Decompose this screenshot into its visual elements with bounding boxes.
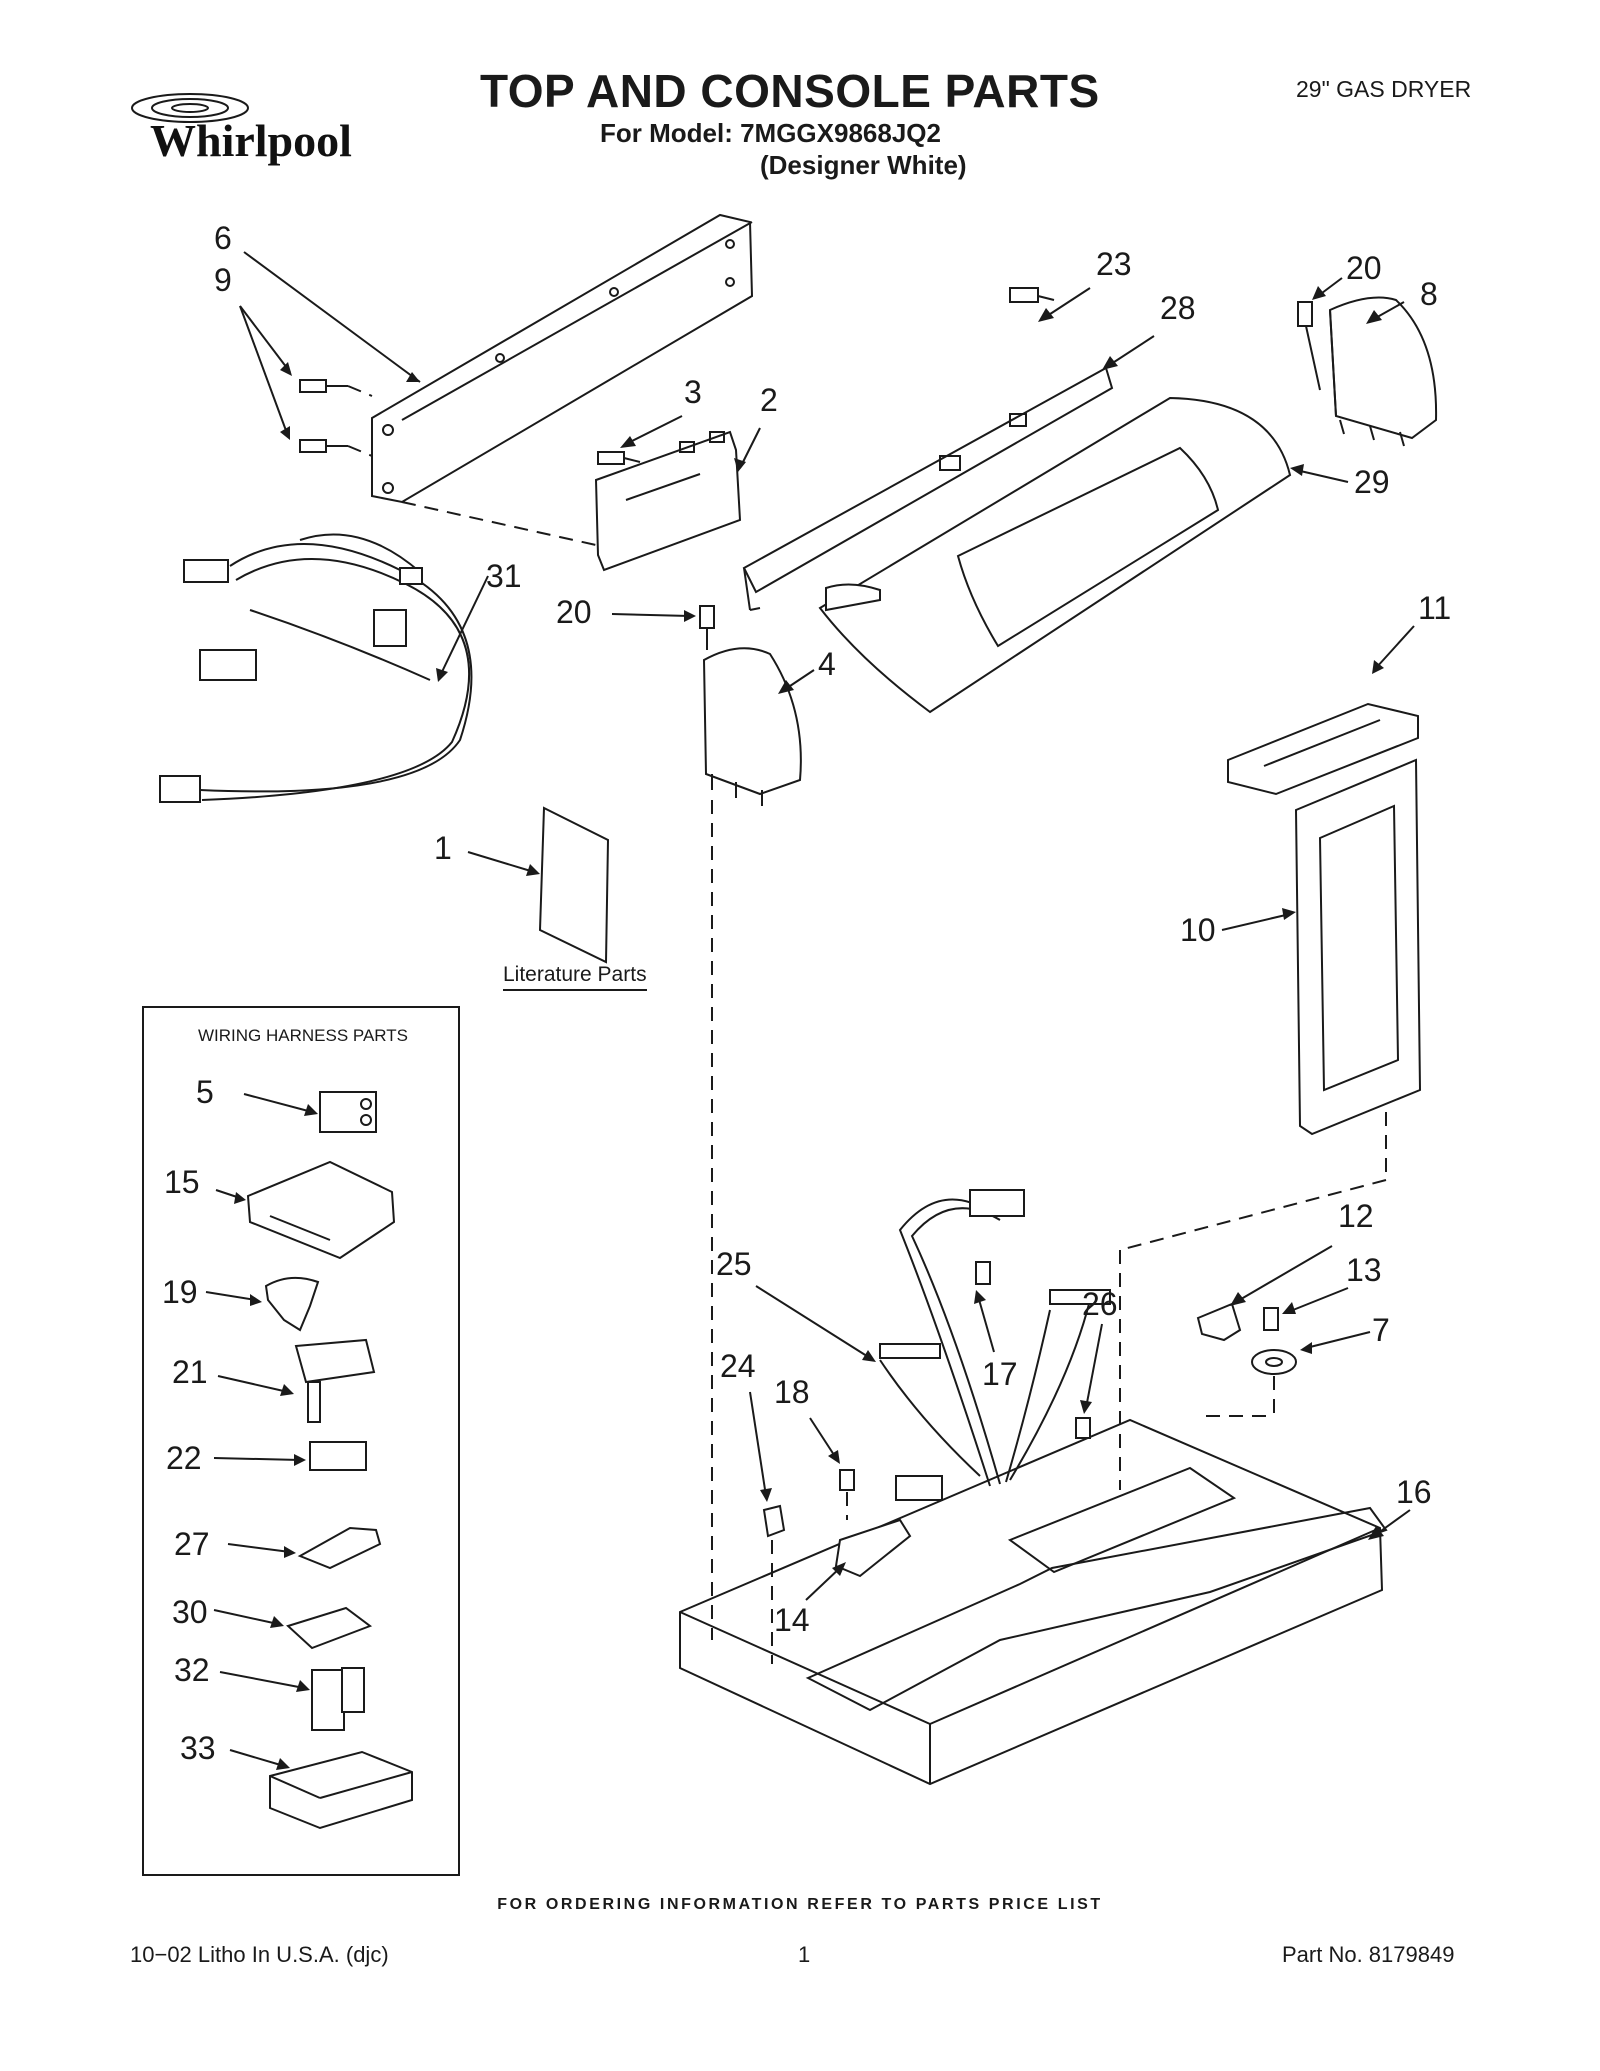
print-info: 10−02 Litho In U.S.A. (djc) (130, 1942, 389, 1967)
page-title: TOP AND CONSOLE PARTS (480, 65, 1100, 117)
callout-13: 13 (1346, 1252, 1382, 1288)
harness-callout-27: 27 (174, 1526, 210, 1562)
part-25-main-harness (879, 1189, 1111, 1501)
part-20-screw-left (699, 605, 715, 650)
whirlpool-swirl-icon (131, 93, 249, 123)
callout-29: 29 (1354, 464, 1390, 500)
callout-2: 2 (760, 382, 778, 418)
harness-callout-32: 32 (174, 1652, 210, 1688)
callout-8: 8 (1420, 276, 1438, 312)
part-16-dryer-top (679, 1418, 1388, 1786)
harness-item-30-connector (213, 1606, 373, 1650)
callout-3: 3 (684, 374, 702, 410)
part-20-screw-right (1297, 301, 1321, 391)
harness-callout-19: 19 (162, 1274, 198, 1310)
callout-23: 23 (1096, 246, 1132, 282)
whirlpool-logo: Whirlpool (130, 88, 380, 178)
part-13-screw (1263, 1307, 1279, 1331)
harness-item-27-terminal (227, 1526, 382, 1570)
harness-box-title: WIRING HARNESS PARTS (197, 1026, 408, 1045)
leader-arrows (239, 251, 1415, 1601)
part-7-washer (1251, 1349, 1297, 1375)
part-2-control-board (594, 430, 742, 572)
part-28-console-rail (742, 366, 1114, 611)
harness-item-19-clip (205, 1276, 320, 1332)
part-1-literature (538, 806, 610, 964)
harness-item-32-connector (219, 1667, 365, 1731)
part-18-screw (839, 1469, 855, 1520)
part-9-screws (299, 379, 373, 457)
model-line: For Model: 7MGGX9868JQ2 (600, 118, 941, 148)
part-26-screw (1075, 1417, 1091, 1439)
harness-item-15-connector (215, 1160, 396, 1260)
part-24-clip (762, 1504, 786, 1538)
callout-7: 7 (1372, 1312, 1390, 1348)
callout-26: 26 (1082, 1286, 1118, 1322)
callout-31: 31 (486, 558, 522, 594)
harness-item-33-connector (229, 1749, 413, 1830)
wiring-harness-parts-box: WIRING HARNESS PARTS (142, 1006, 460, 1876)
product-type: 29" GAS DRYER (1296, 76, 1472, 102)
callout-17: 17 (982, 1356, 1018, 1392)
part-23-screw (1009, 287, 1055, 303)
ordering-note: FOR ORDERING INFORMATION REFER TO PARTS … (497, 1896, 1103, 1913)
callout-1: 1 (434, 830, 452, 866)
color-line: (Designer White) (760, 150, 967, 180)
callout-12: 12 (1338, 1198, 1374, 1234)
harness-callout-21: 21 (172, 1354, 208, 1390)
callout-10: 10 (1180, 912, 1216, 948)
callout-24: 24 (720, 1348, 756, 1384)
callout-18: 18 (774, 1374, 810, 1410)
part-12-bracket (1196, 1302, 1242, 1342)
callout-20-left: 20 (556, 594, 592, 630)
harness-callout-30: 30 (172, 1594, 208, 1630)
callout-6: 6 (214, 220, 232, 256)
callout-14: 14 (774, 1602, 810, 1638)
callout-28: 28 (1160, 290, 1196, 326)
part-31-wiring-harness (159, 533, 473, 803)
callout-20-right: 20 (1346, 250, 1382, 286)
part-number: Part No. 8179849 (1282, 1942, 1455, 1967)
page-number: 1 (798, 1942, 811, 1967)
callout-11: 11 (1418, 590, 1452, 626)
harness-callout-33: 33 (180, 1730, 216, 1766)
part-6-console-panel (371, 213, 754, 504)
brand-wordmark: Whirlpool (150, 115, 352, 166)
part-17-screw (975, 1261, 991, 1285)
literature-parts-label: Literature Parts (503, 963, 647, 991)
harness-item-22-connector (213, 1441, 367, 1471)
callout-9: 9 (214, 262, 232, 298)
callout-4: 4 (818, 646, 836, 682)
part-14-bracket (834, 1518, 912, 1578)
callout-25: 25 (716, 1246, 752, 1282)
harness-callout-22: 22 (166, 1440, 202, 1476)
harness-item-5-connector (243, 1091, 377, 1133)
part-4-left-end-cap (702, 647, 802, 806)
part-29-console-housing (818, 396, 1292, 714)
harness-item-21-connector (217, 1338, 376, 1423)
part-8-right-end-cap (1328, 296, 1438, 447)
harness-callout-5: 5 (196, 1074, 214, 1110)
harness-callout-15: 15 (164, 1164, 200, 1200)
part-11-lint-filter-cover (1227, 702, 1419, 796)
part-10-lint-filter (1119, 758, 1422, 1251)
part-3-screw (597, 451, 641, 465)
callout-16: 16 (1396, 1474, 1432, 1510)
